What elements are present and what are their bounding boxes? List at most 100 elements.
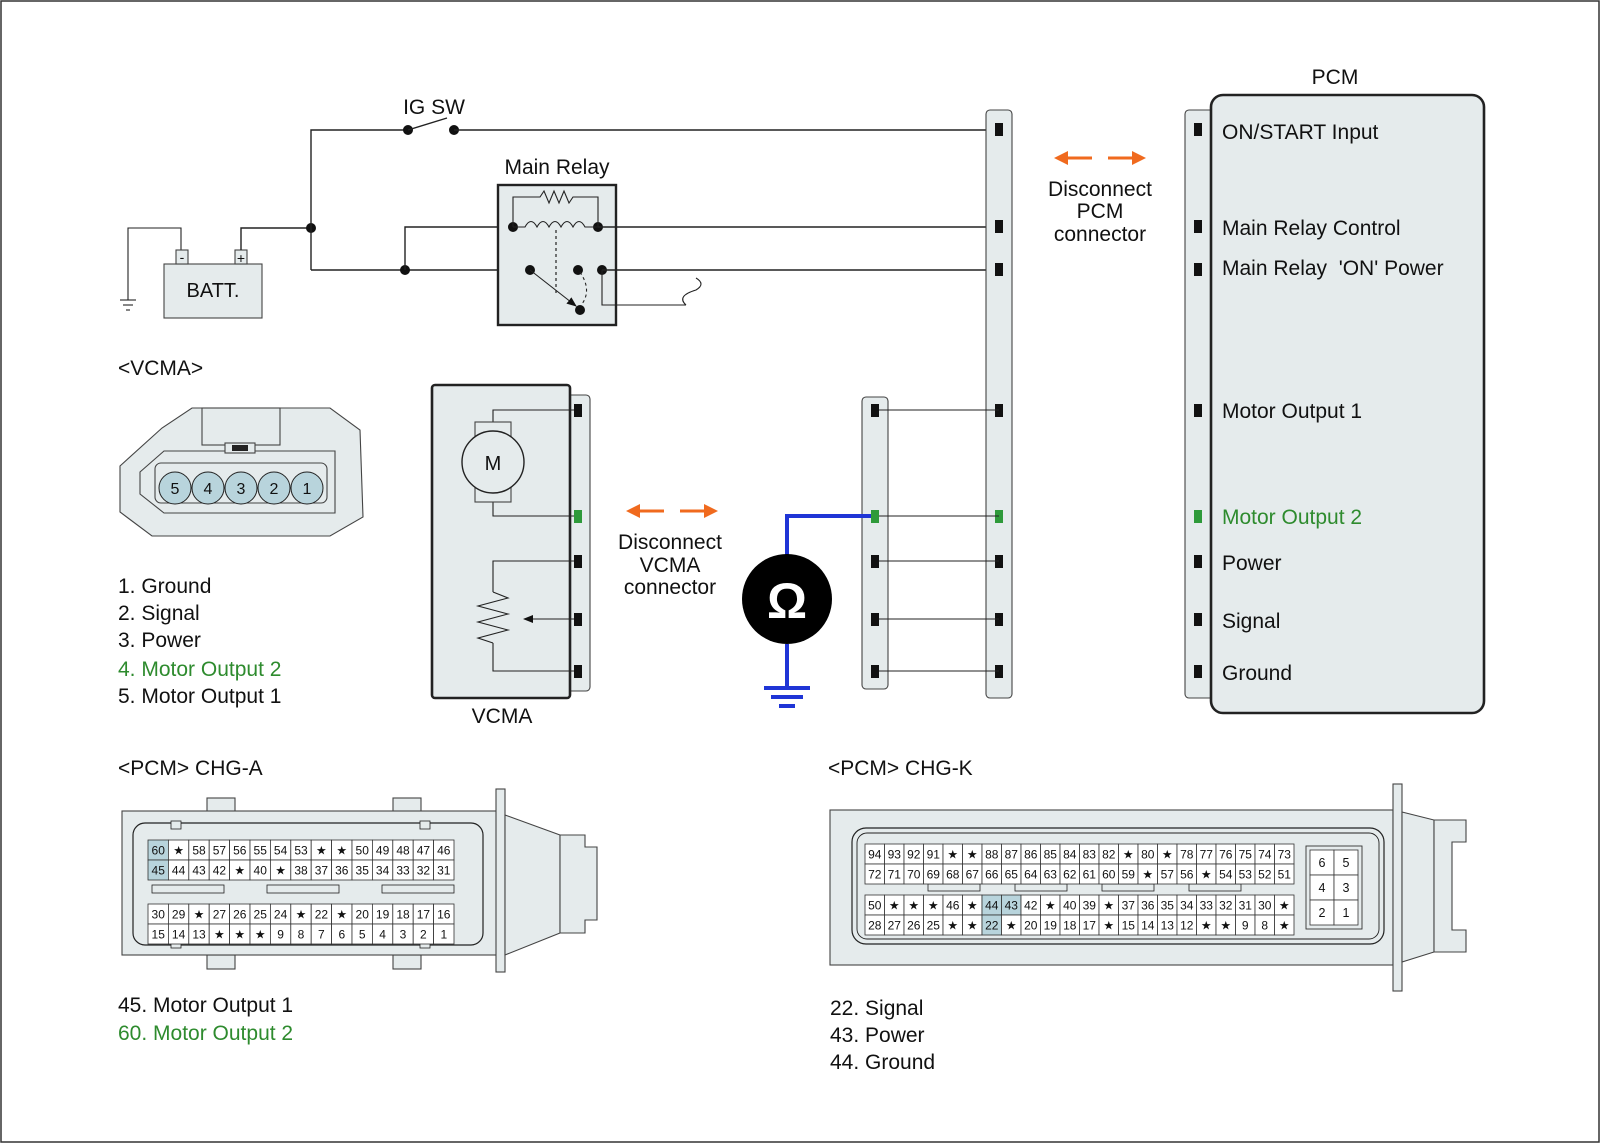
pin-label: ★	[234, 927, 245, 941]
pin-label: ★	[1220, 918, 1231, 932]
pin-label: 25	[927, 918, 941, 932]
pin-label: 8	[298, 927, 305, 941]
vcma-legend-2: 2. Signal	[118, 602, 200, 625]
main-relay-icon: Main Relay	[496, 156, 702, 327]
pin-label: 44	[985, 898, 999, 912]
pin-label: ★	[1103, 918, 1114, 932]
pin-label: 43	[1005, 898, 1019, 912]
pin-cell	[1309, 899, 1335, 926]
pin-label: 16	[437, 907, 451, 921]
pin-label: 9	[1242, 918, 1249, 932]
vcma-legend-5: 5. Motor Output 1	[118, 685, 281, 708]
pin-label: ★	[967, 918, 978, 932]
pin-label: 37	[1122, 898, 1136, 912]
pin-label: 93	[888, 847, 902, 861]
pin-label: 8	[1261, 918, 1268, 932]
disconnect-pcm-line2: PCM	[1077, 200, 1124, 223]
pin-label: ★	[214, 927, 225, 941]
pin-label: ★	[1279, 918, 1290, 932]
battery-minus-label: -	[180, 249, 185, 265]
vcma-pin-4: 4	[204, 481, 213, 498]
pin-label: 33	[1200, 898, 1214, 912]
disconnect-vcma-line2: VCMA	[640, 554, 701, 577]
pin-label: 6	[1319, 856, 1326, 870]
pin-label: ★	[275, 863, 286, 877]
pin-label: 18	[1063, 918, 1077, 932]
pin-label: 56	[1180, 867, 1194, 881]
pin-label: ★	[1201, 867, 1212, 881]
pin-label: 2	[420, 927, 427, 941]
pin-label: 6	[338, 927, 345, 941]
ig-sw-label: IG SW	[403, 96, 465, 119]
pin-label: 37	[315, 863, 329, 877]
battery-icon: - + BATT.	[163, 249, 263, 319]
pin-label: 64	[1024, 867, 1038, 881]
pin-label: 50	[356, 843, 370, 857]
vcma-caption: VCMA	[472, 705, 533, 728]
vcma-pin-2: 2	[270, 481, 279, 498]
pin-label: 83	[1083, 847, 1097, 861]
pin-cell	[1309, 849, 1335, 876]
chg-k-title: <PCM> CHG-K	[828, 757, 973, 780]
pin-label: 45	[152, 863, 166, 877]
pin-label: 1	[1343, 906, 1350, 920]
pin-label: 53	[294, 843, 308, 857]
pin-label: 62	[1063, 867, 1077, 881]
pin-label: 19	[376, 907, 390, 921]
vcma-legend-4: 4. Motor Output 2	[118, 658, 281, 681]
pin-label: 85	[1044, 847, 1058, 861]
pin-label: 17	[417, 907, 431, 921]
pin-label: 56	[233, 843, 247, 857]
pin-label: 46	[946, 898, 960, 912]
pin-label: 30	[1258, 898, 1272, 912]
pin-label: 49	[376, 843, 390, 857]
pin-label: 50	[868, 898, 882, 912]
pin-label: 32	[417, 863, 431, 877]
pin-label: 1	[440, 927, 447, 941]
pin-label: ★	[947, 918, 958, 932]
pin-label: 60	[152, 843, 166, 857]
battery-plus-label: +	[237, 250, 245, 266]
pin-label: 22	[985, 918, 999, 932]
pin-label: 48	[396, 843, 410, 857]
pin-label: 34	[376, 863, 390, 877]
pin-label: 84	[1063, 847, 1077, 861]
pin-label: ★	[1103, 898, 1114, 912]
pcm-terminal-signal: Signal	[1222, 610, 1280, 633]
pin-label: ★	[967, 898, 978, 912]
chg-a-legend-60: 60. Motor Output 2	[118, 1022, 293, 1045]
battery-label: BATT.	[187, 280, 240, 302]
pin-label: 5	[359, 927, 366, 941]
pin-label: 87	[1005, 847, 1019, 861]
pin-label: 47	[417, 843, 431, 857]
chg-a-title: <PCM> CHG-A	[118, 757, 263, 780]
pcm-terminal-main-relay-on-power: Main Relay 'ON' Power	[1222, 257, 1444, 280]
pcm-terminal-ground: Ground	[1222, 662, 1292, 685]
pin-label: ★	[336, 907, 347, 921]
pin-label: 58	[192, 843, 206, 857]
pin-label: 51	[1278, 867, 1292, 881]
pin-label: ★	[173, 843, 184, 857]
pin-label: 68	[946, 867, 960, 881]
pin-label: 22	[315, 907, 329, 921]
pin-label: 91	[927, 847, 941, 861]
pin-label: 94	[868, 847, 882, 861]
pin-label: 34	[1180, 898, 1194, 912]
vcma-legend-3: 3. Power	[118, 629, 201, 652]
pin-label: 26	[233, 907, 247, 921]
vcma-pin-5: 5	[171, 481, 180, 498]
pin-label: ★	[908, 898, 919, 912]
pin-label: 77	[1200, 847, 1214, 861]
pin-label: ★	[234, 863, 245, 877]
pin-label: 32	[1219, 898, 1233, 912]
pin-cell	[1333, 899, 1359, 926]
vcma-pin-3: 3	[237, 481, 246, 498]
pcm-terminals	[1194, 123, 1202, 678]
pin-label: 74	[1258, 847, 1272, 861]
chg-a-legend-45: 45. Motor Output 1	[118, 994, 293, 1017]
pin-label: 42	[1024, 898, 1038, 912]
